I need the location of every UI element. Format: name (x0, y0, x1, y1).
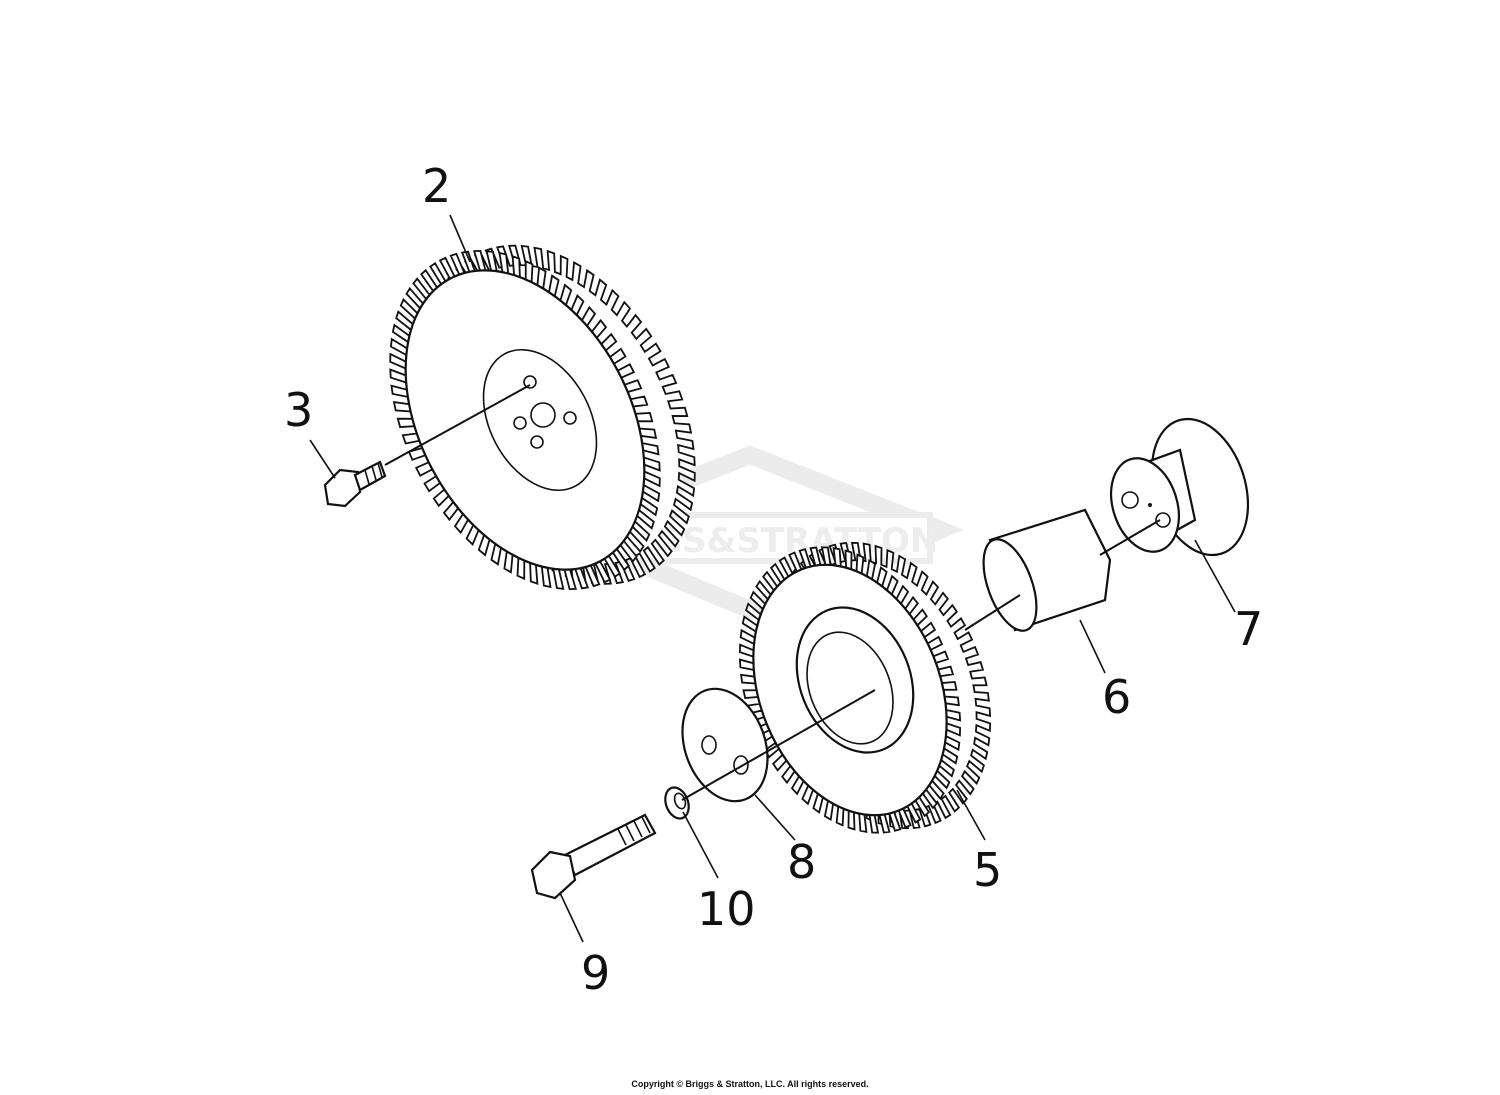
bolt-9 (530, 813, 657, 900)
callout-3: 3 (284, 383, 313, 437)
leader-5 (956, 789, 986, 841)
bolt-3 (323, 460, 387, 508)
leader-9 (559, 892, 584, 943)
gear-2 (389, 244, 696, 591)
lock-washer-10 (664, 786, 690, 820)
callout-2: 2 (422, 159, 451, 213)
leader-8 (754, 794, 796, 841)
axis-line-3 (384, 384, 531, 466)
leader-10 (682, 811, 719, 879)
callout-5: 5 (973, 843, 1002, 897)
axis-line-bushing (964, 594, 1021, 631)
callout-10: 10 (697, 882, 756, 936)
leader-2 (449, 214, 471, 263)
washer-8 (681, 687, 769, 803)
gear-5 (738, 541, 992, 834)
axis-line-hub (1099, 519, 1161, 556)
hub-7 (1110, 417, 1250, 557)
callout-7: 7 (1234, 602, 1263, 656)
callout-6: 6 (1102, 670, 1131, 724)
axis-line-main (681, 689, 876, 801)
leader-7 (1194, 539, 1236, 613)
leader-6 (1079, 619, 1106, 674)
copyright-text: Copyright © Briggs & Stratton, LLC. All … (631, 1079, 868, 1089)
leader-3 (309, 439, 336, 479)
bushing-6 (982, 508, 1112, 632)
callout-9: 9 (581, 946, 610, 1000)
callout-8: 8 (787, 835, 816, 889)
